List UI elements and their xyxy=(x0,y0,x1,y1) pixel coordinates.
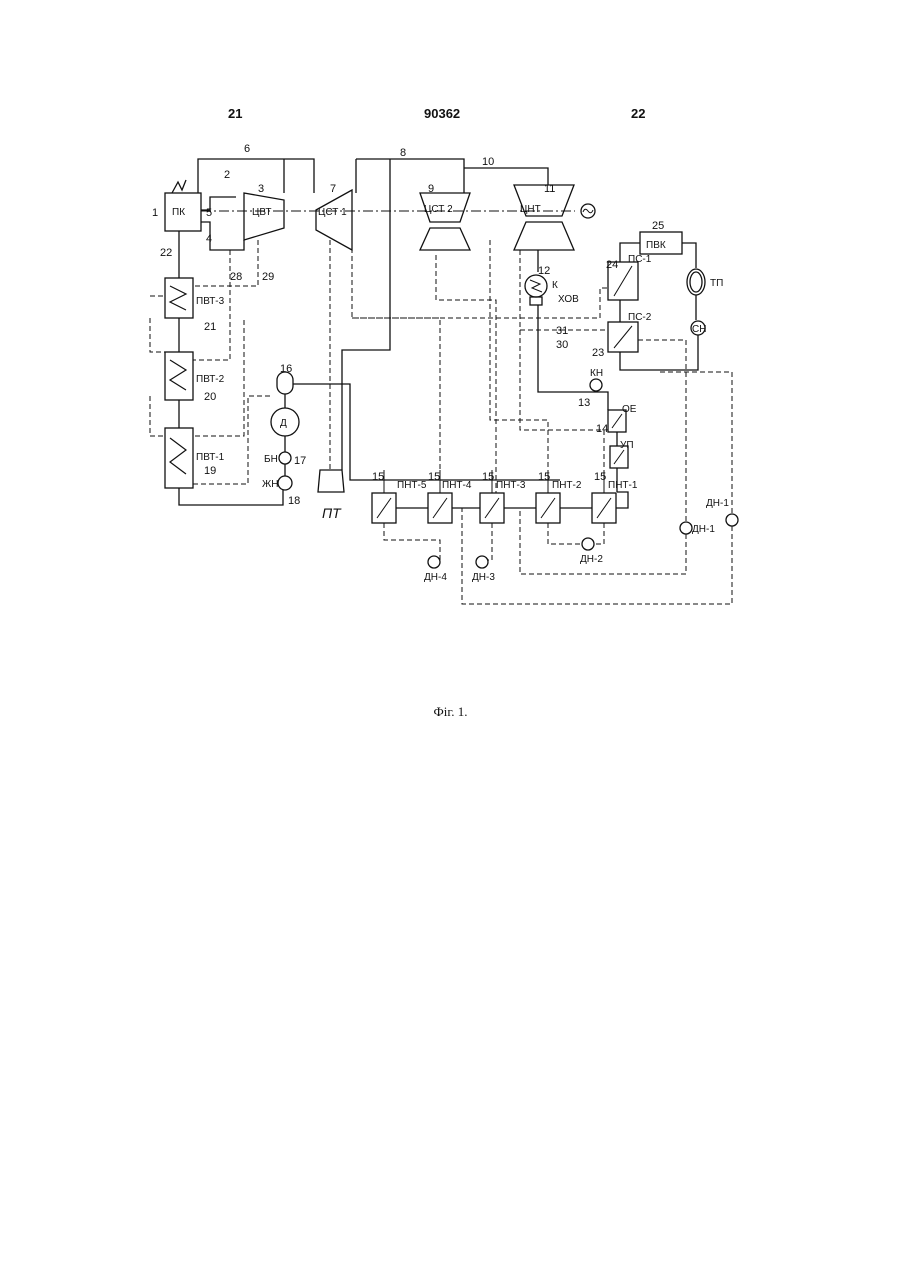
label-dn1-b: ДН-1 xyxy=(706,498,729,509)
label-pnt1: ПНТ-1 xyxy=(608,480,638,491)
ref-20: 20 xyxy=(204,391,216,403)
label-zhn: ЖН xyxy=(262,479,278,490)
ref-16: 16 xyxy=(280,363,292,375)
label-bn: БН xyxy=(264,454,278,465)
label-tp: ТП xyxy=(710,278,723,289)
label-pnt4: ПНТ-4 xyxy=(442,480,472,491)
ref-5: 5 xyxy=(206,207,212,219)
label-d: Д xyxy=(280,418,287,429)
ref-11: 11 xyxy=(544,183,555,195)
pump-dn2 xyxy=(582,538,594,550)
steam-line-6 xyxy=(198,159,314,193)
ref-15-c: 15 xyxy=(482,471,494,483)
turbine-pt xyxy=(318,470,344,492)
label-dn3: ДН-3 xyxy=(472,572,495,583)
label-oe: ОЕ xyxy=(622,404,637,415)
label-k: К xyxy=(552,280,558,291)
pump-dn3 xyxy=(476,556,488,568)
label-dn2: ДН-2 xyxy=(580,554,603,565)
label-ps1: ПС-1 xyxy=(628,254,652,265)
ref-12: 12 xyxy=(538,265,550,277)
ref-23: 23 xyxy=(592,347,604,359)
turbine-ip-tsst2-bottom xyxy=(420,228,470,250)
ref-29: 29 xyxy=(262,271,274,283)
ref-21: 21 xyxy=(204,321,216,333)
label-tsnt: ЦНТ xyxy=(520,204,541,215)
ref-19: 19 xyxy=(204,465,216,477)
pump-zhn xyxy=(278,476,292,490)
turbine-lp-tsnt-bottom xyxy=(514,222,574,250)
pump-dn4 xyxy=(428,556,440,568)
pump-kn xyxy=(590,379,602,391)
ref-15-d: 15 xyxy=(538,471,550,483)
label-pvk: ПВК xyxy=(646,240,666,251)
ref-15-b: 15 xyxy=(428,471,440,483)
label-khov: ХОВ xyxy=(558,294,579,305)
ref-8: 8 xyxy=(400,147,406,159)
ref-13: 13 xyxy=(578,397,590,409)
ref-18: 18 xyxy=(288,495,300,507)
steam-line-8 xyxy=(356,159,464,193)
label-dn1-a: ДН-1 xyxy=(692,524,715,535)
label-sn: СН xyxy=(692,324,706,335)
turbine-ip-tsst1 xyxy=(316,190,352,250)
ref-17: 17 xyxy=(294,455,306,467)
ref-1: 1 xyxy=(152,207,158,219)
deaerator-column xyxy=(277,372,293,394)
label-pnt5: ПНТ-5 xyxy=(397,480,427,491)
label-pt: ПТ xyxy=(322,505,342,521)
steam-line-10 xyxy=(464,168,548,185)
label-dn4: ДН-4 xyxy=(424,572,447,583)
ref-14: 14 xyxy=(596,423,608,435)
pump-dn1-b xyxy=(726,514,738,526)
label-pvt1: ПВТ-1 xyxy=(196,452,225,463)
ref-7: 7 xyxy=(330,183,336,195)
ref-9: 9 xyxy=(428,183,434,195)
boiler-steam-zigzag xyxy=(172,180,186,193)
ref-24: 24 xyxy=(606,259,618,271)
ref-10: 10 xyxy=(482,156,494,168)
ref-15-a: 15 xyxy=(372,471,384,483)
ref-30: 30 xyxy=(556,339,568,351)
label-pvt3: ПВТ-3 xyxy=(196,296,225,307)
label-pk: ПК xyxy=(172,207,185,218)
label-tsvt: ЦВТ xyxy=(252,207,272,218)
pump-bn xyxy=(279,452,291,464)
label-pvt2: ПВТ-2 xyxy=(196,374,225,385)
label-tsst2: ЦСТ 2 xyxy=(424,204,453,215)
ref-4: 4 xyxy=(206,233,212,245)
ref-28: 28 xyxy=(230,271,242,283)
ref-25: 25 xyxy=(652,220,664,232)
ref-22: 22 xyxy=(160,247,172,259)
label-pnt2: ПНТ-2 xyxy=(552,480,582,491)
heater-pvt2 xyxy=(165,352,193,400)
label-up: УП xyxy=(620,440,634,451)
label-tsst1: ЦСТ 1 xyxy=(318,207,347,218)
ref-15-e: 15 xyxy=(594,471,606,483)
label-pnt3: ПНТ-3 xyxy=(496,480,526,491)
label-ps2: ПС-2 xyxy=(628,312,652,323)
figure-caption: Фіг. 1. xyxy=(0,704,901,720)
heater-pvt1 xyxy=(165,428,193,488)
ref-2: 2 xyxy=(224,169,230,181)
ref-31: 31 xyxy=(556,325,568,337)
pump-dn1-a xyxy=(680,522,692,534)
label-kn: КН xyxy=(590,368,603,379)
ref-3: 3 xyxy=(258,183,264,195)
ref-6: 6 xyxy=(244,143,250,155)
